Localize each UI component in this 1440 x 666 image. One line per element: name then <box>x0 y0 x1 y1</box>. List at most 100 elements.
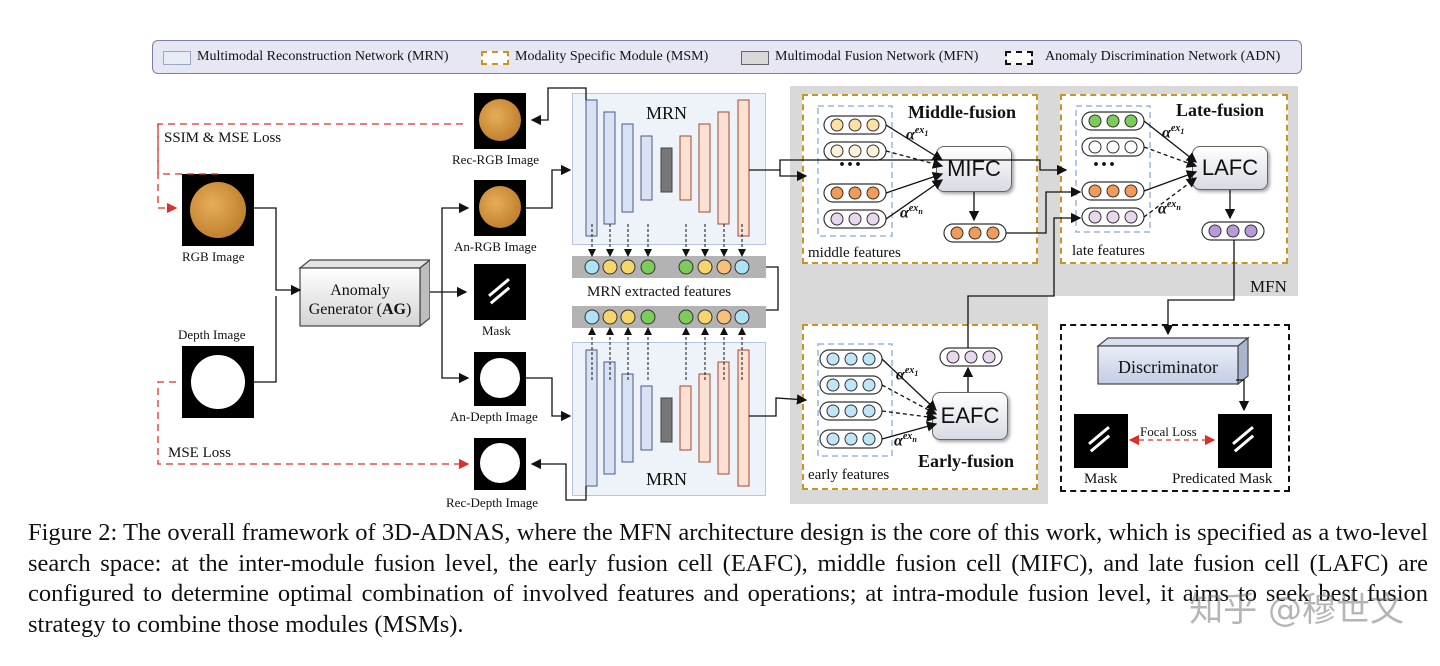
middle-alpha-1: αex1 <box>906 122 928 144</box>
feature-circle <box>1106 184 1120 198</box>
feature-circle <box>640 259 656 275</box>
feature-circle <box>1088 114 1102 128</box>
alpha-symbol: α <box>896 366 905 384</box>
predicated-mask-image <box>1218 414 1272 468</box>
feature-circle <box>982 350 996 364</box>
feature-circle <box>848 212 862 226</box>
mrn-feature-strip-bottom <box>572 306 766 328</box>
middle-to-mifc-arrow <box>885 179 944 220</box>
feature-circle <box>1226 224 1240 238</box>
feature-circle <box>697 259 713 275</box>
middle-to-mifc-arrow <box>885 124 944 161</box>
ag-line2: Generator (AG) <box>300 301 420 319</box>
late-to-lafc-arrow <box>1143 170 1198 192</box>
alpha-symbol: α <box>906 126 915 144</box>
feature-circle <box>844 378 858 392</box>
legend-msm: Modality Specific Module (MSM) <box>515 49 709 64</box>
late-to-lafc-arrow <box>1143 177 1198 218</box>
feature-circle <box>1208 224 1222 238</box>
early-alpha-1: αex1 <box>896 362 918 384</box>
mrn-bar <box>585 99 598 237</box>
feature-circle <box>1106 140 1120 154</box>
mse-loss-label: MSE Loss <box>168 445 231 461</box>
lafc-cell: LAFC <box>1192 146 1268 190</box>
middle-to-mifc-arrow <box>885 171 944 194</box>
feature-circle <box>866 144 880 158</box>
alpha-sup-text: ex <box>904 365 915 376</box>
mrn-bar <box>679 385 692 451</box>
adn-mask-label: Mask <box>1084 471 1118 487</box>
middle-feature-group <box>817 105 893 237</box>
alpha-sup: exn <box>903 431 917 444</box>
an-depth-label: An-Depth Image <box>450 409 538 424</box>
early-features-label: early features <box>808 467 890 483</box>
late-to-lafc-arrow <box>1143 146 1198 168</box>
mrn-bar <box>698 373 711 463</box>
feature-circle <box>1124 210 1138 224</box>
early-fusion-title: Early-fusion <box>918 451 1015 471</box>
predicated-mask-label: Predicated Mask <box>1172 471 1273 487</box>
mrn-legend-swatch <box>163 51 191 65</box>
mrn-bottom-label: MRN <box>646 469 688 489</box>
discriminator-to-mask-arrow <box>1236 379 1250 412</box>
alpha-sub: 1 <box>924 129 929 138</box>
ag-paren: ) <box>405 301 412 318</box>
legend-adn: Anomaly Discrimination Network (ADN) <box>1045 49 1281 64</box>
rgb-image <box>182 174 254 246</box>
early-to-eafc-arrow <box>881 384 938 415</box>
feature-circle <box>602 259 618 275</box>
feature-circle <box>716 309 732 325</box>
figure-caption: Figure 2: The overall framework of 3D-AD… <box>28 519 1428 638</box>
andepth-to-mrn-arrow <box>526 377 572 422</box>
late-fusion-title: Late-fusion <box>1176 100 1265 120</box>
mrn-to-recrgb-arrow <box>530 87 587 126</box>
alpha-sup: ex1 <box>1171 123 1185 136</box>
late-features-label: late features <box>1072 243 1145 259</box>
feature-circle <box>986 226 1000 240</box>
alpha-sup: exn <box>1166 199 1181 212</box>
feature-circle <box>678 309 694 325</box>
feature-circle <box>844 432 858 446</box>
an-rgb-label: An-RGB Image <box>454 239 537 254</box>
alpha-symbol: α <box>1158 200 1167 218</box>
early-feature-group <box>817 343 893 457</box>
middle-to-mifc-arrow <box>885 150 944 169</box>
anomaly-generator-box <box>298 259 430 328</box>
rgb-to-ag-arrow <box>254 207 302 296</box>
feature-circle <box>734 259 750 275</box>
features-bracket <box>766 266 779 311</box>
cookie-shape <box>479 186 521 228</box>
feature-circle <box>1244 224 1258 238</box>
alpha-sup-text: ex <box>1166 199 1177 210</box>
feature-circle <box>1088 210 1102 224</box>
mrn-feature-circles <box>584 224 750 380</box>
mrn-encoder-decoder-bars <box>585 99 750 487</box>
mrn-feature-strip-top <box>572 256 766 278</box>
feature-circle <box>862 352 876 366</box>
mrn-bar <box>621 373 634 463</box>
alpha-sup: exn <box>909 203 923 216</box>
rec-rgb-image <box>474 93 526 149</box>
ssim-mse-loss-arrow <box>157 120 463 175</box>
feature-circle <box>1124 184 1138 198</box>
middle-features-label: middle features <box>808 245 901 261</box>
alpha-sub: 1 <box>1180 127 1185 136</box>
depth-disc <box>480 358 520 398</box>
feature-circle <box>862 404 876 418</box>
discriminator-box <box>1096 336 1250 386</box>
alpha-sub: n <box>912 435 917 444</box>
rec-depth-label: Rec-Depth Image <box>446 495 539 510</box>
feature-circle <box>1106 210 1120 224</box>
depth-image-label: Depth Image <box>178 327 246 342</box>
feature-circle <box>584 309 600 325</box>
feature-circle <box>620 309 636 325</box>
anrgb-to-mrn-arrow <box>526 164 572 209</box>
fusion-feature-stacks <box>817 105 1265 457</box>
framework-figure: Multimodal Reconstruction Network (MRN) … <box>152 40 1302 510</box>
legend-mfn: Multimodal Fusion Network (MFN) <box>775 49 979 64</box>
mrn-to-late-arrow <box>779 159 1068 176</box>
feature-circle <box>848 118 862 132</box>
mrn-bar <box>737 349 750 487</box>
feature-circle <box>862 432 876 446</box>
eafc-cell: EAFC <box>932 392 1008 440</box>
